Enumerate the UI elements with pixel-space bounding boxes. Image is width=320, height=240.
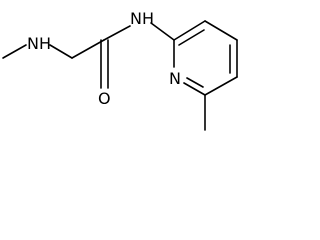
amide-nitrogen-label: NH	[130, 9, 154, 28]
bond-ring-c6-n1-inner	[186, 77, 204, 88]
bond-methyl-amine	[2, 44, 27, 59]
bond-ring-c3-c4	[204, 20, 238, 41]
bonds	[2, 20, 238, 131]
carbonyl-oxygen-label: O	[98, 89, 111, 108]
bond-ring-c2-c3	[173, 20, 206, 41]
bond-ring-c6-n1	[183, 82, 206, 96]
atom-labels: NH NH O N	[27, 9, 181, 108]
bond-ring-c2-c3-inner	[178, 29, 205, 46]
bond-ch2-carbonyl	[71, 39, 105, 59]
bond-carbonyl-amide	[103, 25, 131, 41]
ring-nitrogen-label: N	[169, 69, 181, 88]
bond-amine-ch2	[49, 44, 73, 59]
molecule-structure: NH NH O N	[2, 9, 238, 131]
amine-nitrogen-label: NH	[27, 34, 51, 53]
bond-ring-c5-c6	[204, 76, 238, 96]
bond-amide-ring	[150, 22, 175, 41]
